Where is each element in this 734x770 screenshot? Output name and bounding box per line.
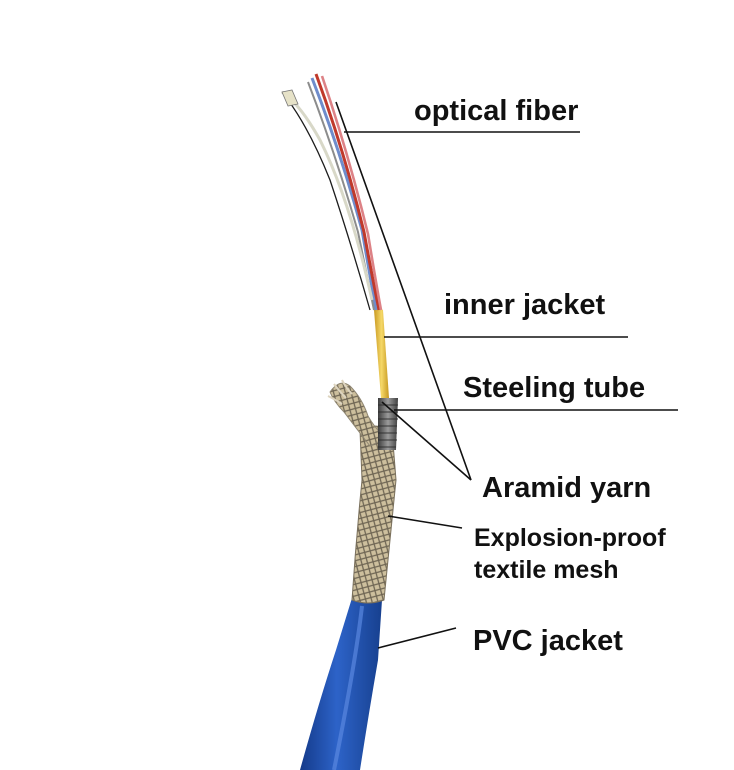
label-textile-mesh-line1: Explosion-proof bbox=[474, 524, 666, 552]
label-textile-mesh-line2: textile mesh bbox=[474, 556, 619, 584]
fiber-blue bbox=[310, 77, 378, 311]
leader-aramid-1 bbox=[335, 101, 472, 481]
leader-lines bbox=[335, 101, 678, 649]
inner-jacket-shape bbox=[374, 308, 389, 398]
label-inner-jacket: inner jacket bbox=[444, 289, 606, 321]
textile-mesh-shape bbox=[351, 425, 397, 604]
label-pvc-jacket: PVC jacket bbox=[473, 625, 623, 657]
steel-tube-shape bbox=[378, 398, 398, 450]
leader-pvc bbox=[377, 627, 457, 649]
leader-aramid-2 bbox=[381, 401, 472, 481]
aramid-strand-dark bbox=[287, 99, 371, 311]
label-optical-fiber: optical fiber bbox=[414, 95, 579, 127]
aramid-strand-white bbox=[281, 90, 374, 301]
leader-mesh bbox=[387, 515, 463, 529]
label-textile-mesh: Explosion-proof textile mesh bbox=[474, 522, 666, 586]
pvc-jacket-highlight bbox=[332, 605, 364, 770]
label-aramid-yarn: Aramid yarn bbox=[482, 472, 652, 504]
pvc-jacket-shape bbox=[300, 596, 382, 770]
label-steeling-tube: Steeling tube bbox=[463, 372, 646, 404]
textile-mesh-frayed-end bbox=[329, 382, 387, 447]
fiber-red bbox=[314, 73, 381, 311]
fiber-pink bbox=[320, 75, 383, 311]
